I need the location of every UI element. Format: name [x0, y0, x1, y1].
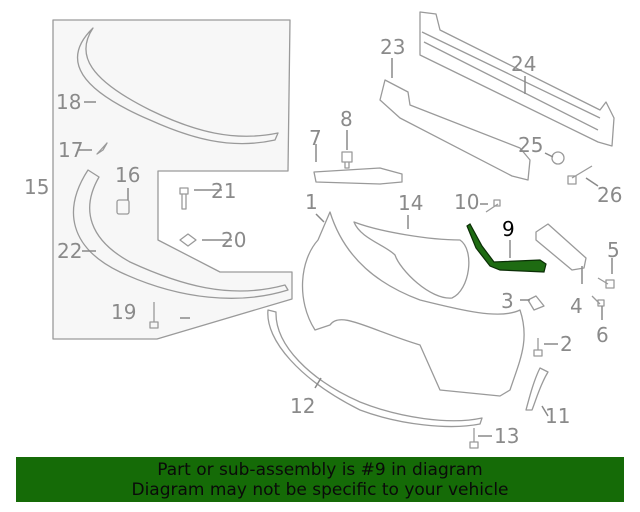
part-26 [567, 165, 593, 185]
label-7[interactable]: 7 [309, 126, 322, 150]
label-15[interactable]: 15 [24, 175, 50, 199]
label-20[interactable]: 20 [221, 228, 247, 252]
inset-panel-15 [52, 19, 293, 340]
part-19 [149, 302, 159, 329]
label-12[interactable]: 12 [290, 394, 316, 418]
label-5[interactable]: 5 [607, 238, 620, 262]
label-4[interactable]: 4 [570, 294, 583, 318]
part-11 [525, 367, 549, 411]
label-2[interactable]: 2 [560, 332, 573, 356]
diagram-drawing [52, 11, 615, 449]
part-18 [76, 27, 279, 145]
label-21[interactable]: 21 [211, 179, 237, 203]
part-7 [313, 167, 403, 185]
label-19[interactable]: 19 [111, 300, 137, 324]
label-24[interactable]: 24 [511, 52, 537, 76]
part-6 [591, 295, 605, 307]
part-2 [533, 338, 543, 357]
part-14 [353, 221, 470, 299]
part-12 [267, 309, 483, 428]
label-11[interactable]: 11 [545, 404, 571, 428]
label-6[interactable]: 6 [596, 323, 609, 347]
part-10 [485, 199, 501, 213]
info-banner: Part or sub-assembly is #9 in diagram Di… [16, 457, 624, 502]
part-23 [379, 79, 531, 181]
label-17[interactable]: 17 [58, 138, 84, 162]
part-17 [96, 142, 108, 155]
label-9-highlighted[interactable]: 9 [502, 217, 515, 241]
part-3 [527, 295, 545, 311]
label-8[interactable]: 8 [340, 107, 353, 131]
part-8 [341, 151, 353, 169]
part-20 [179, 233, 197, 247]
parts-diagram [52, 11, 615, 449]
banner-line-2: Diagram may not be specific to your vehi… [131, 480, 509, 500]
label-14[interactable]: 14 [398, 191, 424, 215]
label-16[interactable]: 16 [115, 163, 141, 187]
part-1 [301, 211, 525, 397]
part-25 [551, 151, 565, 165]
part-9-highlighted [466, 223, 547, 273]
part-5 [597, 277, 615, 289]
label-22[interactable]: 22 [57, 239, 83, 263]
part-24 [419, 11, 615, 147]
part-21 [179, 187, 189, 210]
label-13[interactable]: 13 [494, 424, 520, 448]
label-3[interactable]: 3 [501, 289, 514, 313]
part-4 [535, 223, 587, 271]
part-13 [469, 428, 479, 449]
label-10[interactable]: 10 [454, 190, 480, 214]
part-16 [116, 199, 130, 215]
banner-line-1: Part or sub-assembly is #9 in diagram [157, 460, 483, 480]
label-1[interactable]: 1 [305, 190, 318, 214]
label-23[interactable]: 23 [380, 35, 406, 59]
label-26[interactable]: 26 [597, 183, 623, 207]
label-18[interactable]: 18 [56, 90, 82, 114]
label-25[interactable]: 25 [518, 133, 544, 157]
